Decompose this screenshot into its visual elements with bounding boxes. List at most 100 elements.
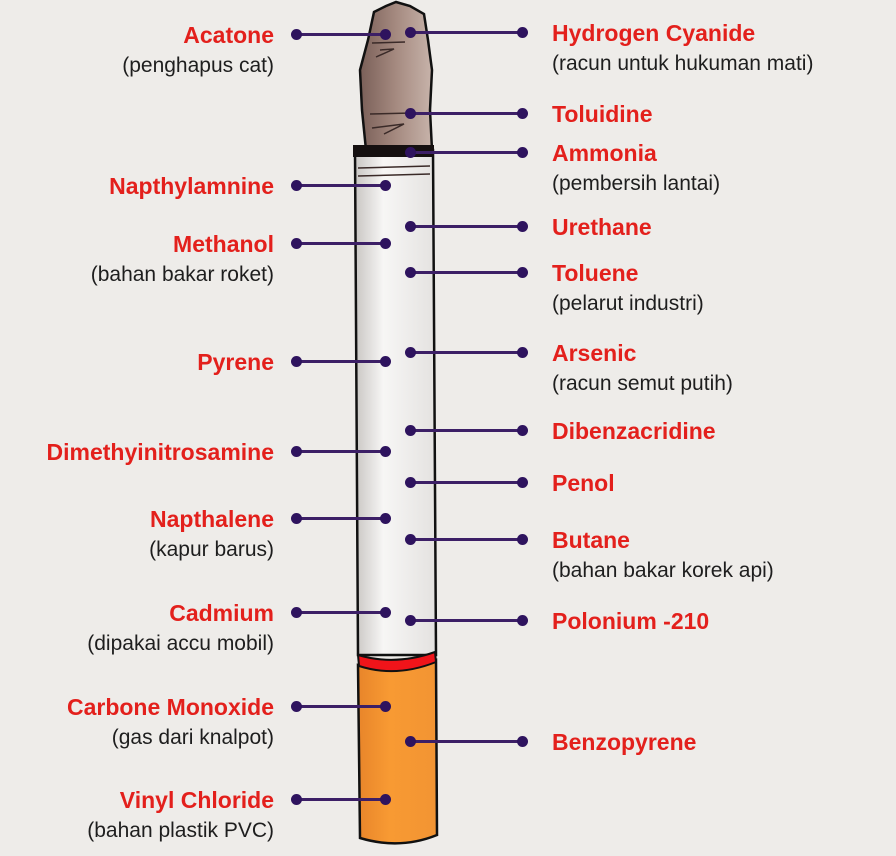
connector-line bbox=[410, 225, 522, 228]
left-label: Carbone Monoxide(gas dari knalpot) bbox=[67, 696, 274, 749]
connector-line bbox=[410, 112, 522, 115]
connector-dot bbox=[380, 180, 391, 191]
left-label: Pyrene bbox=[197, 351, 274, 374]
connector-dot bbox=[517, 221, 528, 232]
connector-dot bbox=[405, 534, 416, 545]
compound-description: (pelarut industri) bbox=[552, 292, 704, 315]
left-label: Cadmium (dipakai accu mobil) bbox=[87, 600, 274, 655]
connector-dot bbox=[517, 534, 528, 545]
connector-dot bbox=[291, 701, 302, 712]
connector-dot bbox=[517, 147, 528, 158]
compound-name: Benzopyrene bbox=[552, 729, 697, 755]
connector-line bbox=[410, 31, 522, 34]
compound-name: Hydrogen Cyanide bbox=[552, 20, 756, 46]
connector-dot bbox=[517, 267, 528, 278]
compound-name: Penol bbox=[552, 470, 615, 496]
connector-line bbox=[410, 740, 522, 743]
connector-line bbox=[410, 351, 522, 354]
compound-description: (bahan bakar korek api) bbox=[552, 559, 774, 582]
compound-description: (kapur barus) bbox=[149, 538, 274, 561]
compound-description: (dipakai accu mobil) bbox=[87, 632, 274, 655]
connector-dot bbox=[405, 108, 416, 119]
compound-name: Napthylamnine bbox=[109, 173, 274, 199]
connector-line bbox=[410, 151, 522, 154]
connector-dot bbox=[291, 180, 302, 191]
compound-name: Toluene bbox=[552, 260, 639, 286]
left-label: Napthylamnine bbox=[109, 175, 274, 198]
compound-description: (bahan plastik PVC) bbox=[87, 819, 274, 842]
compound-name: Cadmium bbox=[169, 600, 274, 626]
connector-dot bbox=[291, 513, 302, 524]
connector-line bbox=[410, 481, 522, 484]
left-label: Napthalene (kapur barus) bbox=[149, 506, 274, 561]
right-label: Urethane bbox=[552, 216, 652, 239]
connector-dot bbox=[517, 736, 528, 747]
connector-dot bbox=[291, 29, 302, 40]
connector-line bbox=[296, 242, 385, 245]
connector-line bbox=[296, 611, 385, 614]
connector-dot bbox=[291, 607, 302, 618]
connector-dot bbox=[405, 147, 416, 158]
connector-dot bbox=[380, 701, 391, 712]
connector-dot bbox=[517, 425, 528, 436]
left-label: Dimethyinitrosamine bbox=[47, 441, 275, 464]
connector-dot bbox=[405, 267, 416, 278]
connector-line bbox=[296, 33, 385, 36]
right-label: Toluidine bbox=[552, 103, 653, 126]
connector-dot bbox=[380, 238, 391, 249]
connector-dot bbox=[517, 108, 528, 119]
compound-description: (gas dari knalpot) bbox=[111, 726, 274, 749]
connector-dot bbox=[380, 513, 391, 524]
right-label: Butane (bahan bakar korek api) bbox=[552, 527, 774, 582]
compound-name: Toluidine bbox=[552, 101, 653, 127]
cigarette-filter bbox=[356, 658, 439, 845]
compound-name: Methanol bbox=[173, 231, 274, 257]
compound-description: (racun semut putih) bbox=[552, 372, 733, 395]
left-label: Vinyl Chloride (bahan plastik PVC) bbox=[87, 787, 274, 842]
compound-name: Acatone bbox=[183, 22, 274, 48]
connector-dot bbox=[291, 446, 302, 457]
connector-dot bbox=[405, 221, 416, 232]
connector-dot bbox=[380, 446, 391, 457]
compound-name: Ammonia bbox=[552, 140, 657, 166]
connector-dot bbox=[517, 27, 528, 38]
compound-name: Napthalene bbox=[150, 506, 274, 532]
compound-description: (bahan bakar roket) bbox=[90, 263, 274, 286]
connector-line bbox=[296, 450, 385, 453]
connector-line bbox=[296, 705, 385, 708]
connector-line bbox=[410, 619, 522, 622]
connector-dot bbox=[405, 347, 416, 358]
right-label: Toluene (pelarut industri) bbox=[552, 260, 704, 315]
connector-line bbox=[296, 360, 385, 363]
right-label: Penol bbox=[552, 472, 615, 495]
right-label: Hydrogen Cyanide (racun untuk hukuman mat… bbox=[552, 20, 814, 75]
compound-name: Arsenic bbox=[552, 340, 637, 366]
left-label: Acatone (penghapus cat) bbox=[122, 22, 274, 77]
right-label: Ammonia(pembersih lantai) bbox=[552, 140, 720, 195]
connector-line bbox=[296, 517, 385, 520]
connector-dot bbox=[517, 615, 528, 626]
right-label: Dibenzacridine bbox=[552, 420, 716, 443]
compound-description: (racun untuk hukuman mati) bbox=[552, 52, 814, 75]
connector-dot bbox=[291, 794, 302, 805]
compound-name: Butane bbox=[552, 527, 630, 553]
connector-dot bbox=[405, 736, 416, 747]
connector-line bbox=[410, 271, 522, 274]
right-label: Arsenic (racun semut putih) bbox=[552, 340, 733, 395]
connector-line bbox=[296, 184, 385, 187]
compound-name: Polonium -210 bbox=[552, 608, 710, 634]
connector-line bbox=[410, 429, 522, 432]
compound-name: Vinyl Chloride bbox=[119, 787, 274, 813]
left-label: Methanol (bahan bakar roket) bbox=[90, 231, 274, 286]
connector-dot bbox=[405, 615, 416, 626]
connector-dot bbox=[291, 238, 302, 249]
compound-name: Dibenzacridine bbox=[552, 418, 716, 444]
connector-dot bbox=[405, 477, 416, 488]
compound-description: (penghapus cat) bbox=[122, 54, 274, 77]
compound-name: Pyrene bbox=[197, 349, 274, 375]
connector-dot bbox=[380, 356, 391, 367]
right-label: Polonium -210 bbox=[552, 610, 709, 633]
connector-dot bbox=[405, 27, 416, 38]
connector-dot bbox=[380, 29, 391, 40]
connector-line bbox=[410, 538, 522, 541]
